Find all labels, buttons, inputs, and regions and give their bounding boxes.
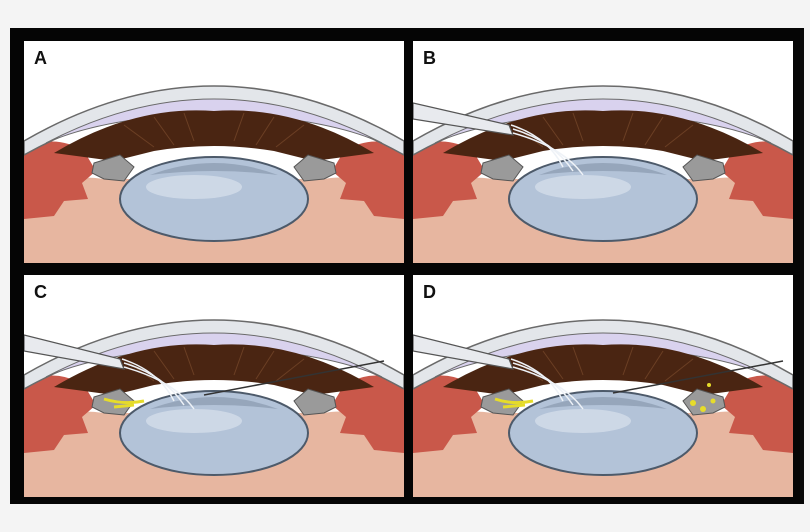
- panel-label-d: D: [423, 282, 436, 303]
- eye-cross-section-b: [413, 41, 793, 263]
- eye-cross-section-c: [24, 275, 404, 497]
- panel-label-b: B: [423, 48, 436, 69]
- panel-label-c: C: [34, 282, 47, 303]
- panel-c: C: [24, 275, 404, 497]
- panel-b: B: [413, 41, 793, 263]
- eye-cross-section-a: [24, 41, 404, 263]
- panel-a: A: [24, 41, 404, 263]
- figure-frame: A B: [10, 28, 804, 504]
- eye-cross-section-d: [413, 275, 793, 497]
- panel-label-a: A: [34, 48, 47, 69]
- panel-d: D: [413, 275, 793, 497]
